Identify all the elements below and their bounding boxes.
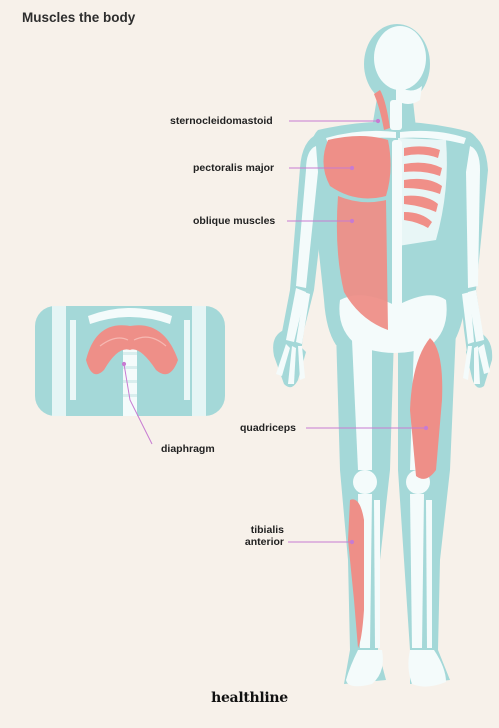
label-sternocleidomastoid: sternocleidomastoid [170, 115, 273, 127]
healthline-logo: healthline [0, 690, 499, 706]
label-pectoralis-major: pectoralis major [193, 162, 274, 174]
label-tibialis-line2: anterior [236, 536, 284, 548]
label-oblique-muscles: oblique muscles [193, 215, 275, 227]
label-tibialis-anterior: tibialis anterior [236, 524, 284, 548]
label-quadriceps: quadriceps [240, 422, 296, 434]
label-diaphragm: diaphragm [161, 443, 215, 455]
label-tibialis-line1: tibialis [236, 524, 284, 536]
